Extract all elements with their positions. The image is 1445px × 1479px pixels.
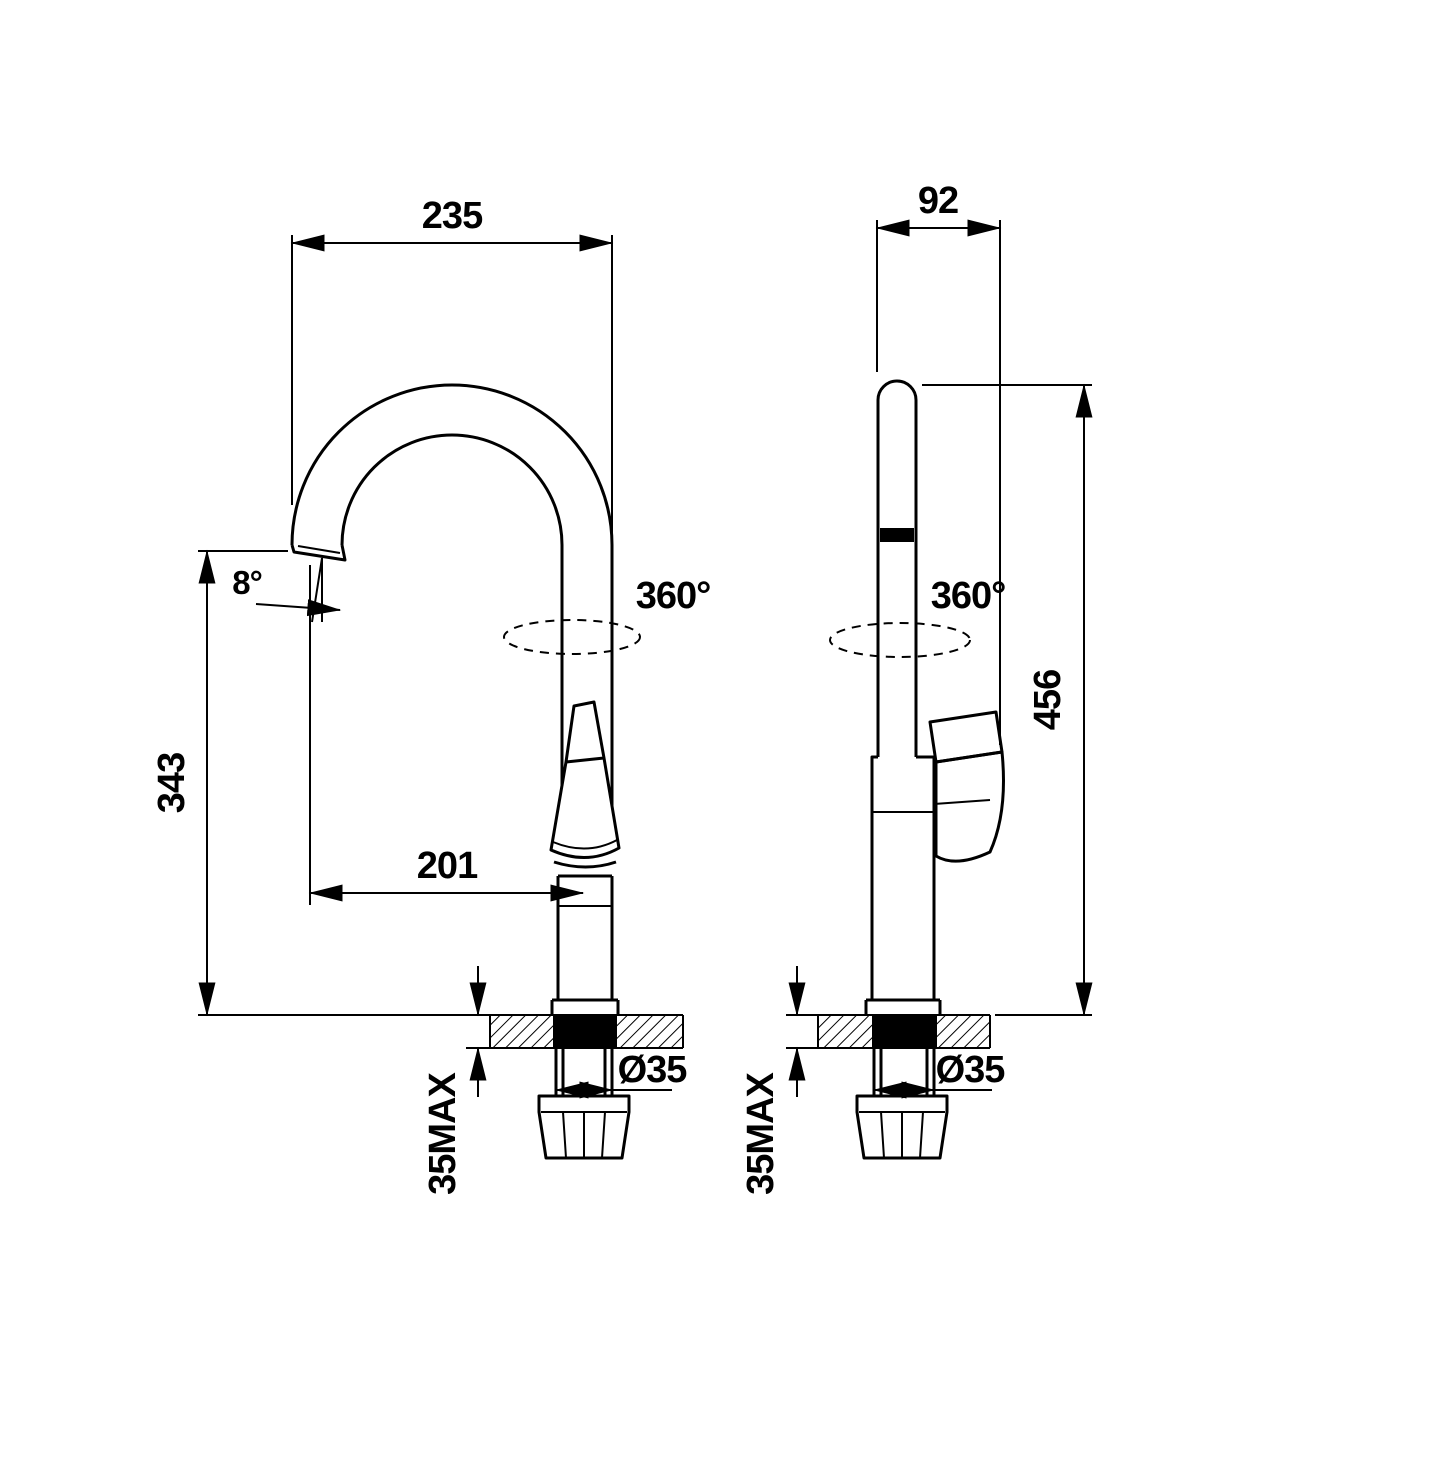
side-counter-hatch-left [818,1015,872,1048]
front-spout-inner-arc [340,433,564,546]
front-countertop [489,1014,684,1049]
side-shank-nut [855,1048,949,1160]
side-counter-hole-block [872,1015,937,1048]
front-shank-nut [537,1048,631,1160]
front-angle-label: 8° [232,564,262,601]
front-dim-343-label: 343 [151,753,193,813]
front-counter-outline [489,1014,684,1049]
front-counter-hole-block [553,1015,617,1048]
side-base-flange [864,998,942,1015]
side-counter-hatch-right [937,1015,990,1048]
front-dim-reach: 201 [308,565,585,905]
side-nut-ribs [859,1111,945,1159]
side-aerator-mark [880,528,914,542]
side-shank [872,1048,936,1098]
front-spout-angle: 8° [232,557,342,623]
front-spout-tip-face [297,545,341,554]
side-handle-lever [934,750,1005,863]
front-base-flange [550,998,620,1015]
front-counter-hatch-right [617,1015,683,1048]
side-dim-max-label: 35MAX [740,1071,782,1194]
side-dim-456-label: 456 [1027,670,1069,730]
front-rotation-ellipse [503,619,641,655]
front-angle-leader [255,599,342,617]
front-dim-thickness: 35MAX [422,966,492,1195]
front-rotation: 360° [503,575,711,655]
front-spout-tip [290,544,347,562]
side-faucet-outline [864,379,1005,1015]
front-dim-hole-label: Ø35 [618,1049,688,1091]
front-shank [554,1048,614,1098]
side-body [870,755,936,1000]
front-dim-201-label: 201 [417,845,478,887]
side-dim-depth: 92 [875,180,1002,745]
front-angle-slant-line [311,557,323,623]
side-rotation-label: 360° [931,575,1006,617]
front-handle-cone-seam [552,839,618,850]
front-dim-hole: Ø35 [554,1049,688,1099]
front-collar-top [553,860,617,869]
front-dim-spout-height: 343 [151,549,487,1017]
side-spout-column [876,400,918,757]
side-handle-pivot-line [933,799,991,805]
side-dim-hole: Ø35 [872,1049,1006,1099]
side-counter-outline [817,1014,991,1049]
front-view: 235 8° 343 201 360° [151,195,711,1195]
side-dim-92-label: 92 [918,180,958,222]
front-mounting-nut [537,1094,631,1160]
front-faucet-outline [290,383,621,1015]
front-nut-ribs [541,1111,627,1159]
front-counter-hatch-left [490,1015,553,1048]
front-rotation-label: 360° [636,575,711,617]
front-dim-width-label: 235 [422,195,483,237]
side-rotation-ellipse [829,622,971,658]
side-dim-hole-label: Ø35 [936,1049,1006,1091]
front-handle-tip [564,700,606,764]
front-handle-cone [549,757,621,860]
side-spout-cap [876,379,918,401]
front-dim-width: 235 [290,195,614,535]
side-dim-height: 456 [922,383,1093,1017]
side-dim-thickness: 35MAX [740,966,820,1195]
side-rotation: 360° [829,575,1006,658]
front-spout-outer-arc [290,383,614,765]
front-dim-max-label: 35MAX [422,1071,464,1194]
side-mounting-nut [855,1094,949,1160]
side-countertop [817,1014,991,1049]
side-view: 92 360° 456 [740,180,1093,1195]
